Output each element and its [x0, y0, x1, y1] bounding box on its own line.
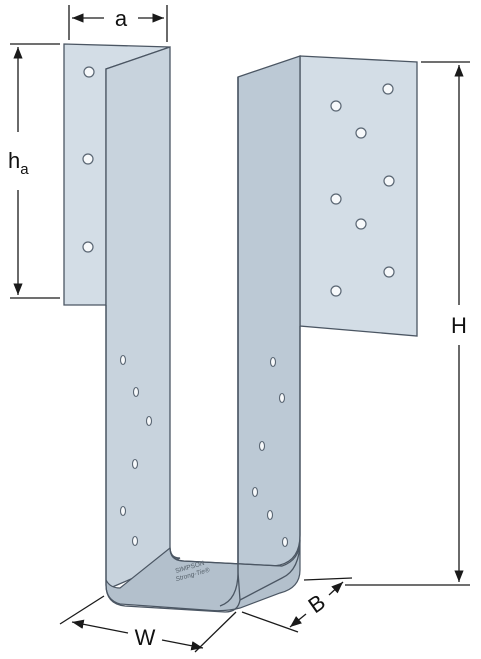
nail-hole: [382, 83, 394, 95]
right-flange-nail-holes: [330, 83, 395, 297]
nail-hole: [269, 356, 277, 368]
nail-hole: [278, 392, 286, 404]
nail-hole: [82, 153, 94, 165]
dimension-h-label: H: [451, 313, 467, 338]
nail-hole: [355, 218, 367, 230]
nail-hole: [355, 127, 367, 139]
nail-hole: [383, 266, 395, 278]
nail-hole: [119, 505, 127, 517]
nail-hole: [266, 509, 274, 521]
nail-hole: [83, 66, 95, 78]
u-front-face: [105, 77, 241, 613]
dimension-w: [59, 595, 237, 653]
side-plate-nail-holes: [119, 354, 289, 548]
nail-hole: [383, 175, 395, 187]
dimension-a-label: a: [115, 6, 128, 31]
dimension-b: [241, 577, 353, 633]
dimension-b-label: B: [304, 589, 330, 618]
nail-hole: [330, 285, 342, 297]
nail-hole: [330, 193, 342, 205]
dimension-ha-label: ha: [8, 148, 29, 178]
dimension-w-label: W: [135, 625, 156, 650]
nail-hole: [281, 536, 289, 548]
nail-hole: [119, 354, 127, 366]
nail-hole: [330, 100, 342, 112]
left-side-plate: [105, 46, 181, 589]
nail-hole: [145, 415, 153, 427]
dimension-h: [345, 61, 470, 586]
right-leg-edge: [219, 77, 239, 607]
nail-hole: [131, 458, 139, 470]
nail-hole: [251, 486, 259, 498]
right-inner-wall: [237, 55, 301, 573]
right-top-flange: [299, 55, 418, 337]
left-flange-nail-holes: [82, 66, 95, 253]
nail-hole: [132, 386, 140, 398]
dimension-a: [68, 5, 168, 42]
nail-hole: [131, 535, 139, 547]
nail-hole: [258, 440, 266, 452]
nail-hole: [82, 241, 94, 253]
dimension-ha: [10, 43, 60, 299]
